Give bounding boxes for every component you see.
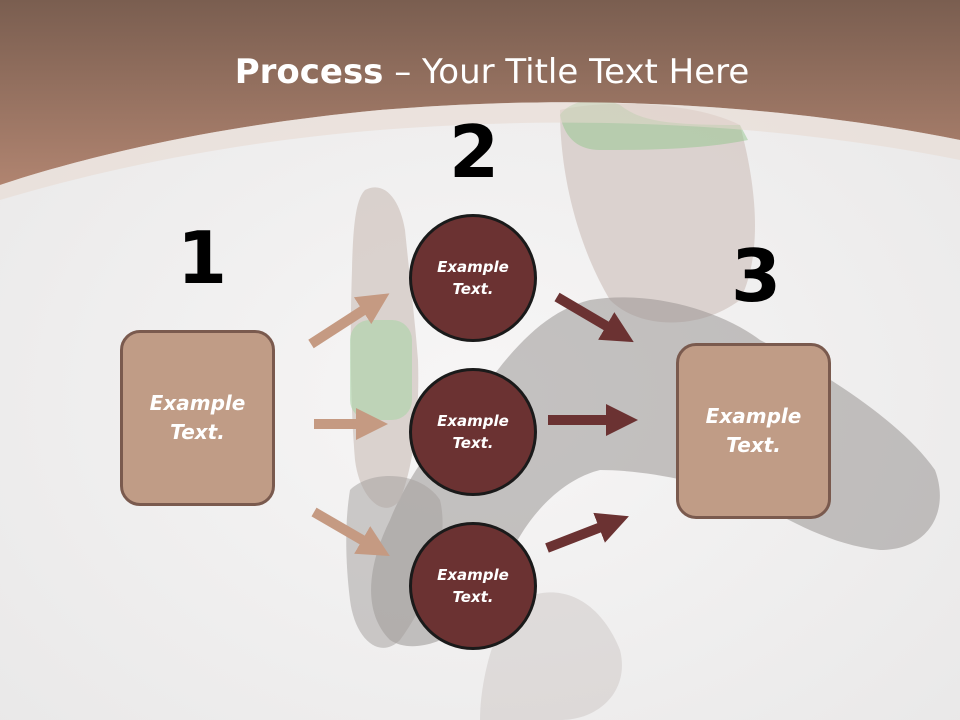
step-2-circle-top: Example Text. — [409, 214, 537, 342]
circle-1-label: Example Text. — [437, 257, 509, 299]
step-number-1: 1 — [177, 216, 228, 300]
step-3-box: Example Text. — [676, 343, 831, 519]
arrow-circle3-box3 — [545, 512, 629, 553]
circle-3-label: Example Text. — [437, 565, 509, 607]
circle-2-label: Example Text. — [437, 411, 509, 453]
slide-title: Process – Your Title Text Here — [0, 52, 960, 92]
step-1-label: Example Text. — [149, 391, 246, 444]
step-number-2: 2 — [449, 110, 500, 194]
step-number-3: 3 — [731, 234, 782, 318]
arrow-circle1-box3 — [554, 292, 634, 343]
step-2-circle-middle: Example Text. — [409, 368, 537, 496]
arrow-box1-circle1 — [308, 293, 390, 349]
arrow-box1-circle3 — [311, 507, 390, 557]
step-3-label: Example Text. — [705, 404, 802, 457]
step-2-circle-bottom: Example Text. — [409, 522, 537, 650]
title-rest: – Your Title Text Here — [383, 52, 750, 92]
title-bold: Process — [234, 52, 384, 92]
step-1-box: Example Text. — [120, 330, 275, 506]
